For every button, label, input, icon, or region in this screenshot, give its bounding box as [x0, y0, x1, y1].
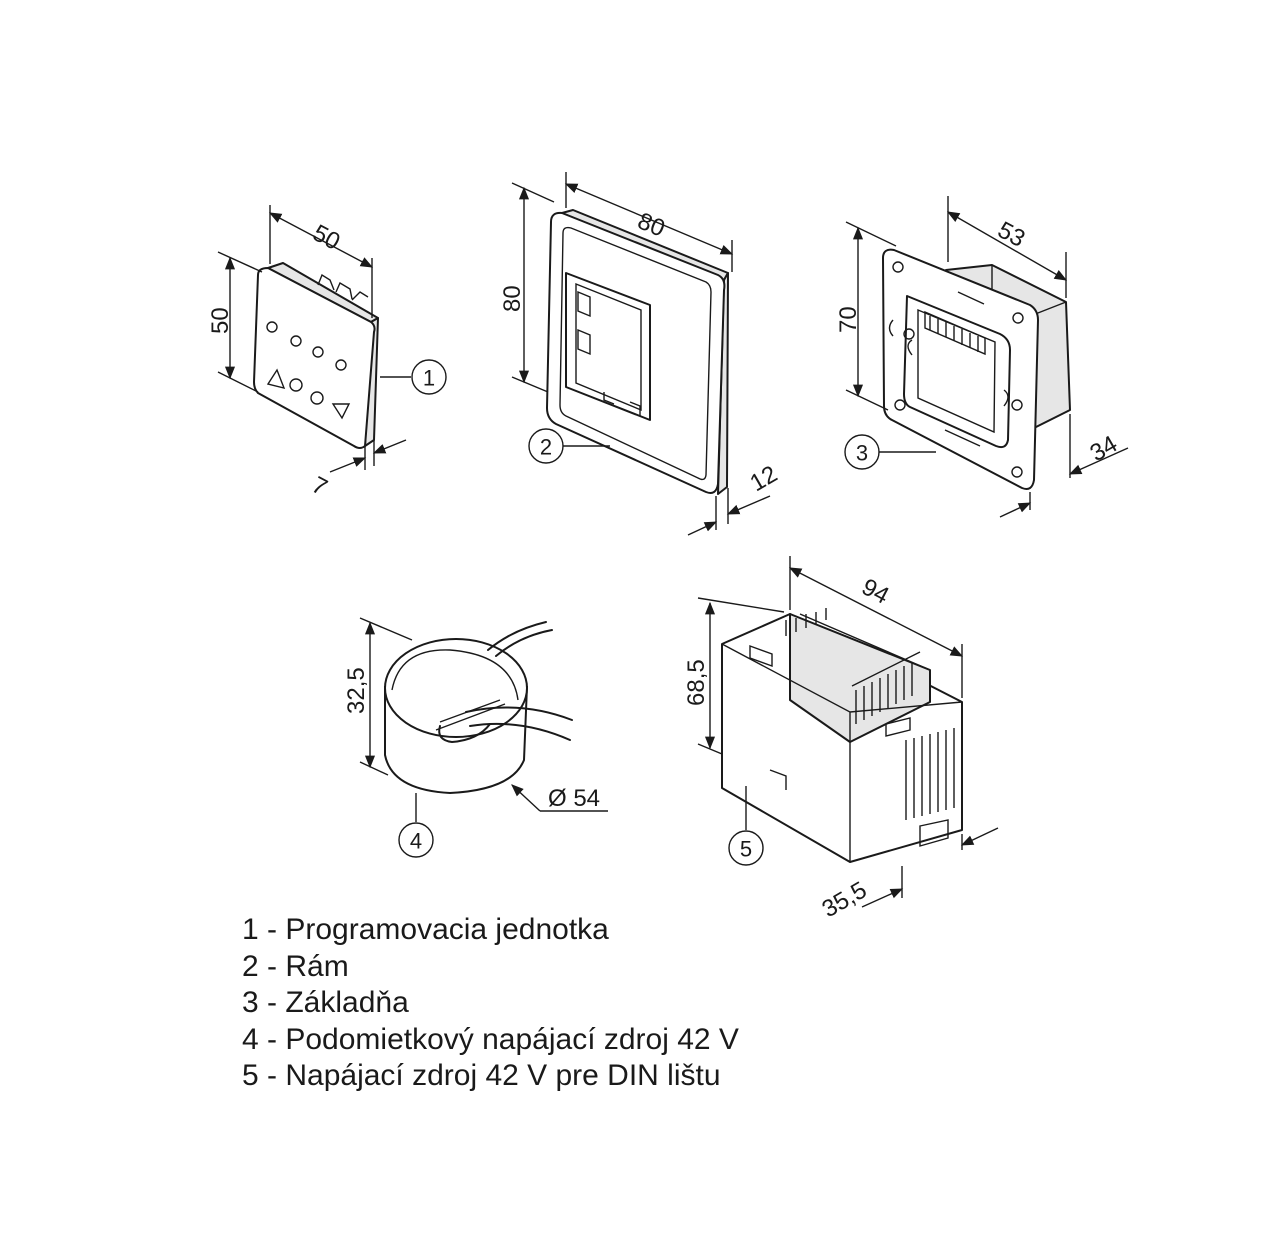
dim-frame-height: 80: [499, 285, 526, 312]
dim-unit1-depth: 7: [307, 471, 331, 501]
callout-3: 3: [844, 434, 936, 470]
callout-5-label: 5: [740, 837, 752, 862]
legend-item-3: 3 - Základňa: [242, 986, 409, 1019]
callout-2: 2: [528, 428, 610, 464]
dim-frame-depth: 12: [746, 460, 783, 497]
dim-psu4-diameter: Ø 54: [548, 785, 600, 812]
dim-psu5-width: 35,5: [818, 876, 872, 923]
dim-base-height: 70: [835, 306, 862, 333]
dim-base-depth: 34: [1086, 430, 1123, 467]
base-plate: [845, 196, 1129, 518]
programming-unit: [217, 205, 407, 473]
legend-item-5: 5 - Napájací zdroj 42 V pre DIN lištu: [242, 1059, 721, 1092]
callout-5: 5: [728, 830, 764, 866]
callout-1: 1: [380, 359, 447, 395]
dim-unit1-height: 50: [207, 307, 234, 334]
callout-4: 4: [398, 822, 434, 858]
callout-2-label: 2: [540, 435, 552, 460]
dim-base-width: 53: [993, 216, 1029, 252]
callout-3-label: 3: [856, 441, 868, 466]
dim-psu5-height: 68,5: [683, 659, 710, 706]
dim-unit1-width: 50: [308, 219, 344, 255]
legend: 1 - Programovacia jednotka 2 - Rám 3 - Z…: [242, 912, 739, 1095]
legend-item-4: 4 - Podomietkový napájací zdroj 42 V: [242, 1022, 739, 1056]
legend-item-2: 2 - Rám: [242, 949, 349, 983]
callout-1-label: 1: [423, 366, 435, 391]
legend-item-1: 1 - Programovacia jednotka: [242, 913, 609, 946]
flush-mount-power-supply: [359, 617, 608, 822]
dim-psu4-height: 32,5: [343, 667, 370, 714]
din-rail-power-supply: [697, 556, 999, 908]
callout-4-label: 4: [410, 829, 422, 854]
frame: [511, 172, 771, 536]
